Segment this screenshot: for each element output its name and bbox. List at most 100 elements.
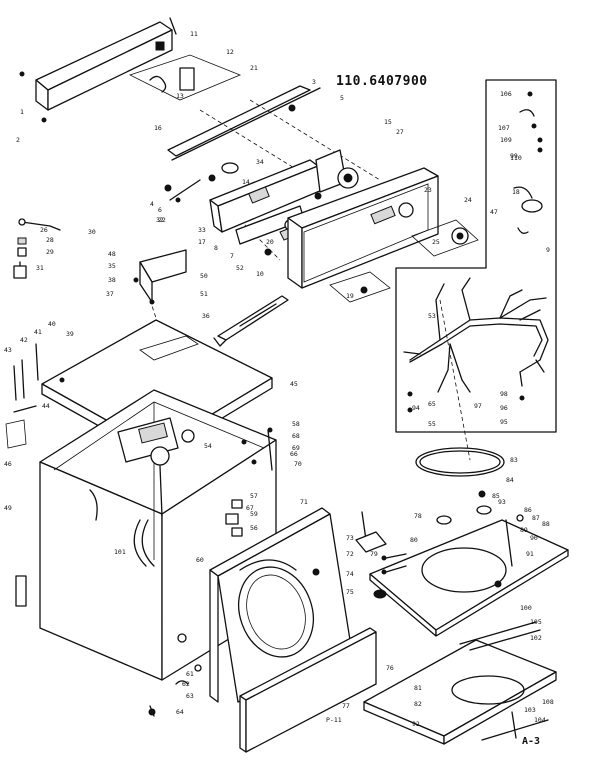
drain-hose (213, 295, 289, 347)
callout: 35 (108, 262, 116, 270)
callout: 34 (256, 158, 264, 166)
callout: 68 (292, 432, 300, 440)
control-rail (167, 85, 321, 161)
callout: 37 (106, 290, 114, 298)
callout: 109 (500, 136, 512, 144)
callout: 48 (108, 250, 116, 258)
callout: 96 (500, 404, 508, 412)
callout: 10 (256, 270, 264, 278)
door-switch-bracket (133, 249, 187, 305)
callout: 31 (36, 264, 44, 272)
top-rear-rail (19, 17, 177, 123)
callout: 73 (346, 534, 354, 542)
callout: 58 (292, 420, 300, 428)
callout: 74 (346, 570, 354, 578)
callout: 36 (202, 312, 210, 320)
callout: 84 (506, 476, 514, 484)
callout: 45 (290, 380, 298, 388)
callout: 105 (530, 618, 542, 626)
page-id: A-3 (522, 736, 540, 747)
model-number: 110.6407900 (336, 74, 428, 89)
callout: 17 (198, 238, 206, 246)
callout: 13 (176, 92, 184, 100)
callout: 101 (114, 548, 126, 556)
callout: 26 (40, 226, 48, 234)
callout: 97 (474, 402, 482, 410)
callout: 42 (20, 336, 28, 344)
callout: 99 (510, 152, 518, 160)
callout: 25 (432, 238, 440, 246)
part-code-label: P-11 (326, 716, 342, 724)
callout: 53 (428, 312, 436, 320)
callout: 4 (150, 200, 154, 208)
callout: 3 (312, 78, 316, 86)
callout: 85 (492, 492, 500, 500)
callout: 71 (300, 498, 308, 506)
callout: 16 (154, 124, 162, 132)
callout: 79 (370, 550, 378, 558)
callout: 32 (156, 216, 164, 224)
callout: 108 (542, 698, 554, 706)
callout: 102 (530, 634, 542, 642)
callout: 78 (414, 512, 422, 520)
callout: 54 (204, 442, 212, 450)
callout: 86 (524, 506, 532, 514)
callout: 21 (250, 64, 258, 72)
callout: 81 (414, 684, 422, 692)
callout: 72 (346, 550, 354, 558)
lower-cabinet-fasteners (148, 633, 202, 717)
bearing-parts (436, 490, 492, 525)
callout: 33 (198, 226, 206, 234)
hinge-bracket (128, 54, 242, 101)
callout: 40 (48, 320, 56, 328)
callout: 12 (226, 48, 234, 56)
callout: 22 (158, 216, 166, 224)
callout: 63 (186, 692, 194, 700)
callout: 66 (290, 450, 298, 458)
callout: 46 (4, 460, 12, 468)
callout: 7 (230, 252, 234, 260)
callout: 77 (342, 702, 350, 710)
base-plate (369, 514, 569, 637)
callout: 60 (196, 556, 204, 564)
callout: 30 (88, 228, 96, 236)
callout: 2 (16, 136, 20, 144)
callout: 90 (530, 534, 538, 542)
console-graphic-panel (287, 167, 439, 289)
timer-motor (315, 149, 359, 193)
callout: 56 (250, 524, 258, 532)
callout: 24 (464, 196, 472, 204)
callout: 9 (546, 246, 550, 254)
callout: 15 (384, 118, 392, 126)
toe-kick-panel (239, 627, 377, 753)
callout-labels: 1 2 3 4 5 6 7 8 9 10 11 12 13 14 15 16 1… (4, 30, 554, 728)
terminal-block (329, 271, 391, 303)
callout: 47 (490, 208, 498, 216)
bottom-cover (363, 621, 557, 745)
callout: 20 (266, 238, 274, 246)
callout: 67 (246, 504, 254, 512)
callout: 5 (340, 94, 344, 102)
selector-knob (411, 219, 479, 257)
callout: 94 (412, 404, 420, 412)
callout: 98 (500, 390, 508, 398)
callout: 19 (346, 292, 354, 300)
callout: 29 (46, 248, 54, 256)
callout: 83 (510, 456, 518, 464)
callout: 91 (526, 550, 534, 558)
callout: 39 (66, 330, 74, 338)
callout: 92 (412, 720, 420, 728)
callout: 95 (500, 418, 508, 426)
callout: 88 (542, 520, 550, 528)
callout: 89 (520, 526, 528, 534)
callout: 104 (534, 716, 546, 724)
control-console (209, 159, 323, 245)
callout: 59 (250, 510, 258, 518)
callout: 87 (532, 514, 540, 522)
callout: 100 (520, 604, 532, 612)
callout: 65 (428, 400, 436, 408)
callout: 61 (186, 670, 194, 678)
callout: 43 (4, 346, 12, 354)
callout: 93 (498, 498, 506, 506)
